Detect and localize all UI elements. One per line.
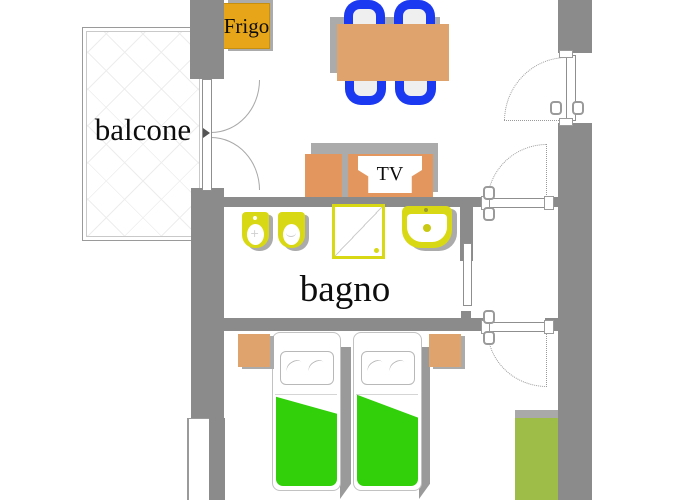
wall-top-left — [190, 0, 224, 79]
hall-lower-door-swing — [487, 329, 547, 387]
dining-table — [337, 24, 449, 81]
wall-left-lower — [207, 418, 225, 500]
pillow-arc — [387, 357, 408, 377]
hall-lower-door-handle-top — [483, 310, 495, 324]
tv-set: TV — [358, 156, 422, 193]
sink-tap-dot — [424, 208, 428, 212]
nightstand-left — [238, 334, 270, 367]
bed-right-pillow — [361, 351, 415, 385]
bathroom-sliding-door-leaf — [463, 243, 472, 306]
tv-cabinet-divider — [342, 154, 348, 197]
balcony-door-swing-lower — [211, 137, 260, 190]
bed-right-sheet-line — [356, 388, 418, 395]
single-bed-right — [353, 332, 422, 491]
bidet-cross-mark: + — [250, 227, 260, 240]
wall-right-top — [558, 0, 592, 53]
nightstand-right — [429, 334, 461, 367]
hall-upper-door-handle-bottom — [483, 207, 495, 221]
tv-label: TV — [376, 163, 404, 185]
hall-upper-door-leaf — [488, 198, 547, 208]
bed-right-shadow — [419, 347, 430, 499]
entrance-jamb-top — [559, 50, 573, 58]
bidet-tap-dot — [253, 216, 257, 220]
toilet-mark — [286, 229, 296, 237]
entrance-jamb-bottom — [559, 118, 573, 126]
wall-bathroom-top — [191, 197, 487, 207]
wardrobe — [512, 408, 562, 500]
sink — [402, 206, 452, 248]
balcony-floor-hatch — [86, 31, 200, 237]
window-lower-left — [187, 418, 209, 500]
single-bed-left — [272, 332, 341, 491]
wall-hall-stub-lower — [461, 311, 471, 318]
bed-right-blanket — [357, 394, 418, 486]
entrance-door-handle-outer — [572, 101, 584, 115]
hall-upper-door-swing — [487, 144, 547, 203]
balcony-label: balcone — [94, 112, 192, 147]
fridge: Frigo — [223, 3, 270, 49]
balcony-room — [82, 27, 204, 241]
entrance-door-handle-inner — [550, 101, 562, 115]
bed-left-pillow — [280, 351, 334, 385]
bathroom-label: bagno — [299, 269, 391, 310]
bed-left-blanket — [276, 396, 337, 486]
balcony-door-mid-mark — [203, 128, 210, 138]
wall-left — [191, 188, 224, 418]
hall-lower-door-leaf — [488, 322, 547, 332]
toilet — [278, 212, 305, 248]
wall-right-main — [558, 123, 592, 500]
fridge-label: Frigo — [223, 13, 270, 38]
hall-upper-door-handle-top — [483, 186, 495, 200]
bed-left-shadow — [340, 347, 351, 499]
shower-box — [332, 204, 385, 259]
pillow-arc — [365, 357, 386, 377]
bidet-bowl — [247, 224, 264, 245]
bidet: + — [242, 212, 269, 248]
sink-drain-dot — [423, 224, 431, 232]
hall-upper-jamb-right — [544, 196, 554, 210]
pillow-arc — [284, 357, 305, 377]
pillow-arc — [306, 357, 327, 377]
bed-left-sheet-line — [275, 388, 337, 395]
hall-lower-door-handle-bottom — [483, 331, 495, 345]
shower-drain-dot — [374, 248, 379, 253]
wardrobe-top-edge — [515, 410, 562, 418]
hall-lower-jamb-right — [544, 320, 554, 334]
wall-bathroom-bottom — [191, 318, 487, 331]
balcony-door-swing-upper — [211, 80, 260, 133]
